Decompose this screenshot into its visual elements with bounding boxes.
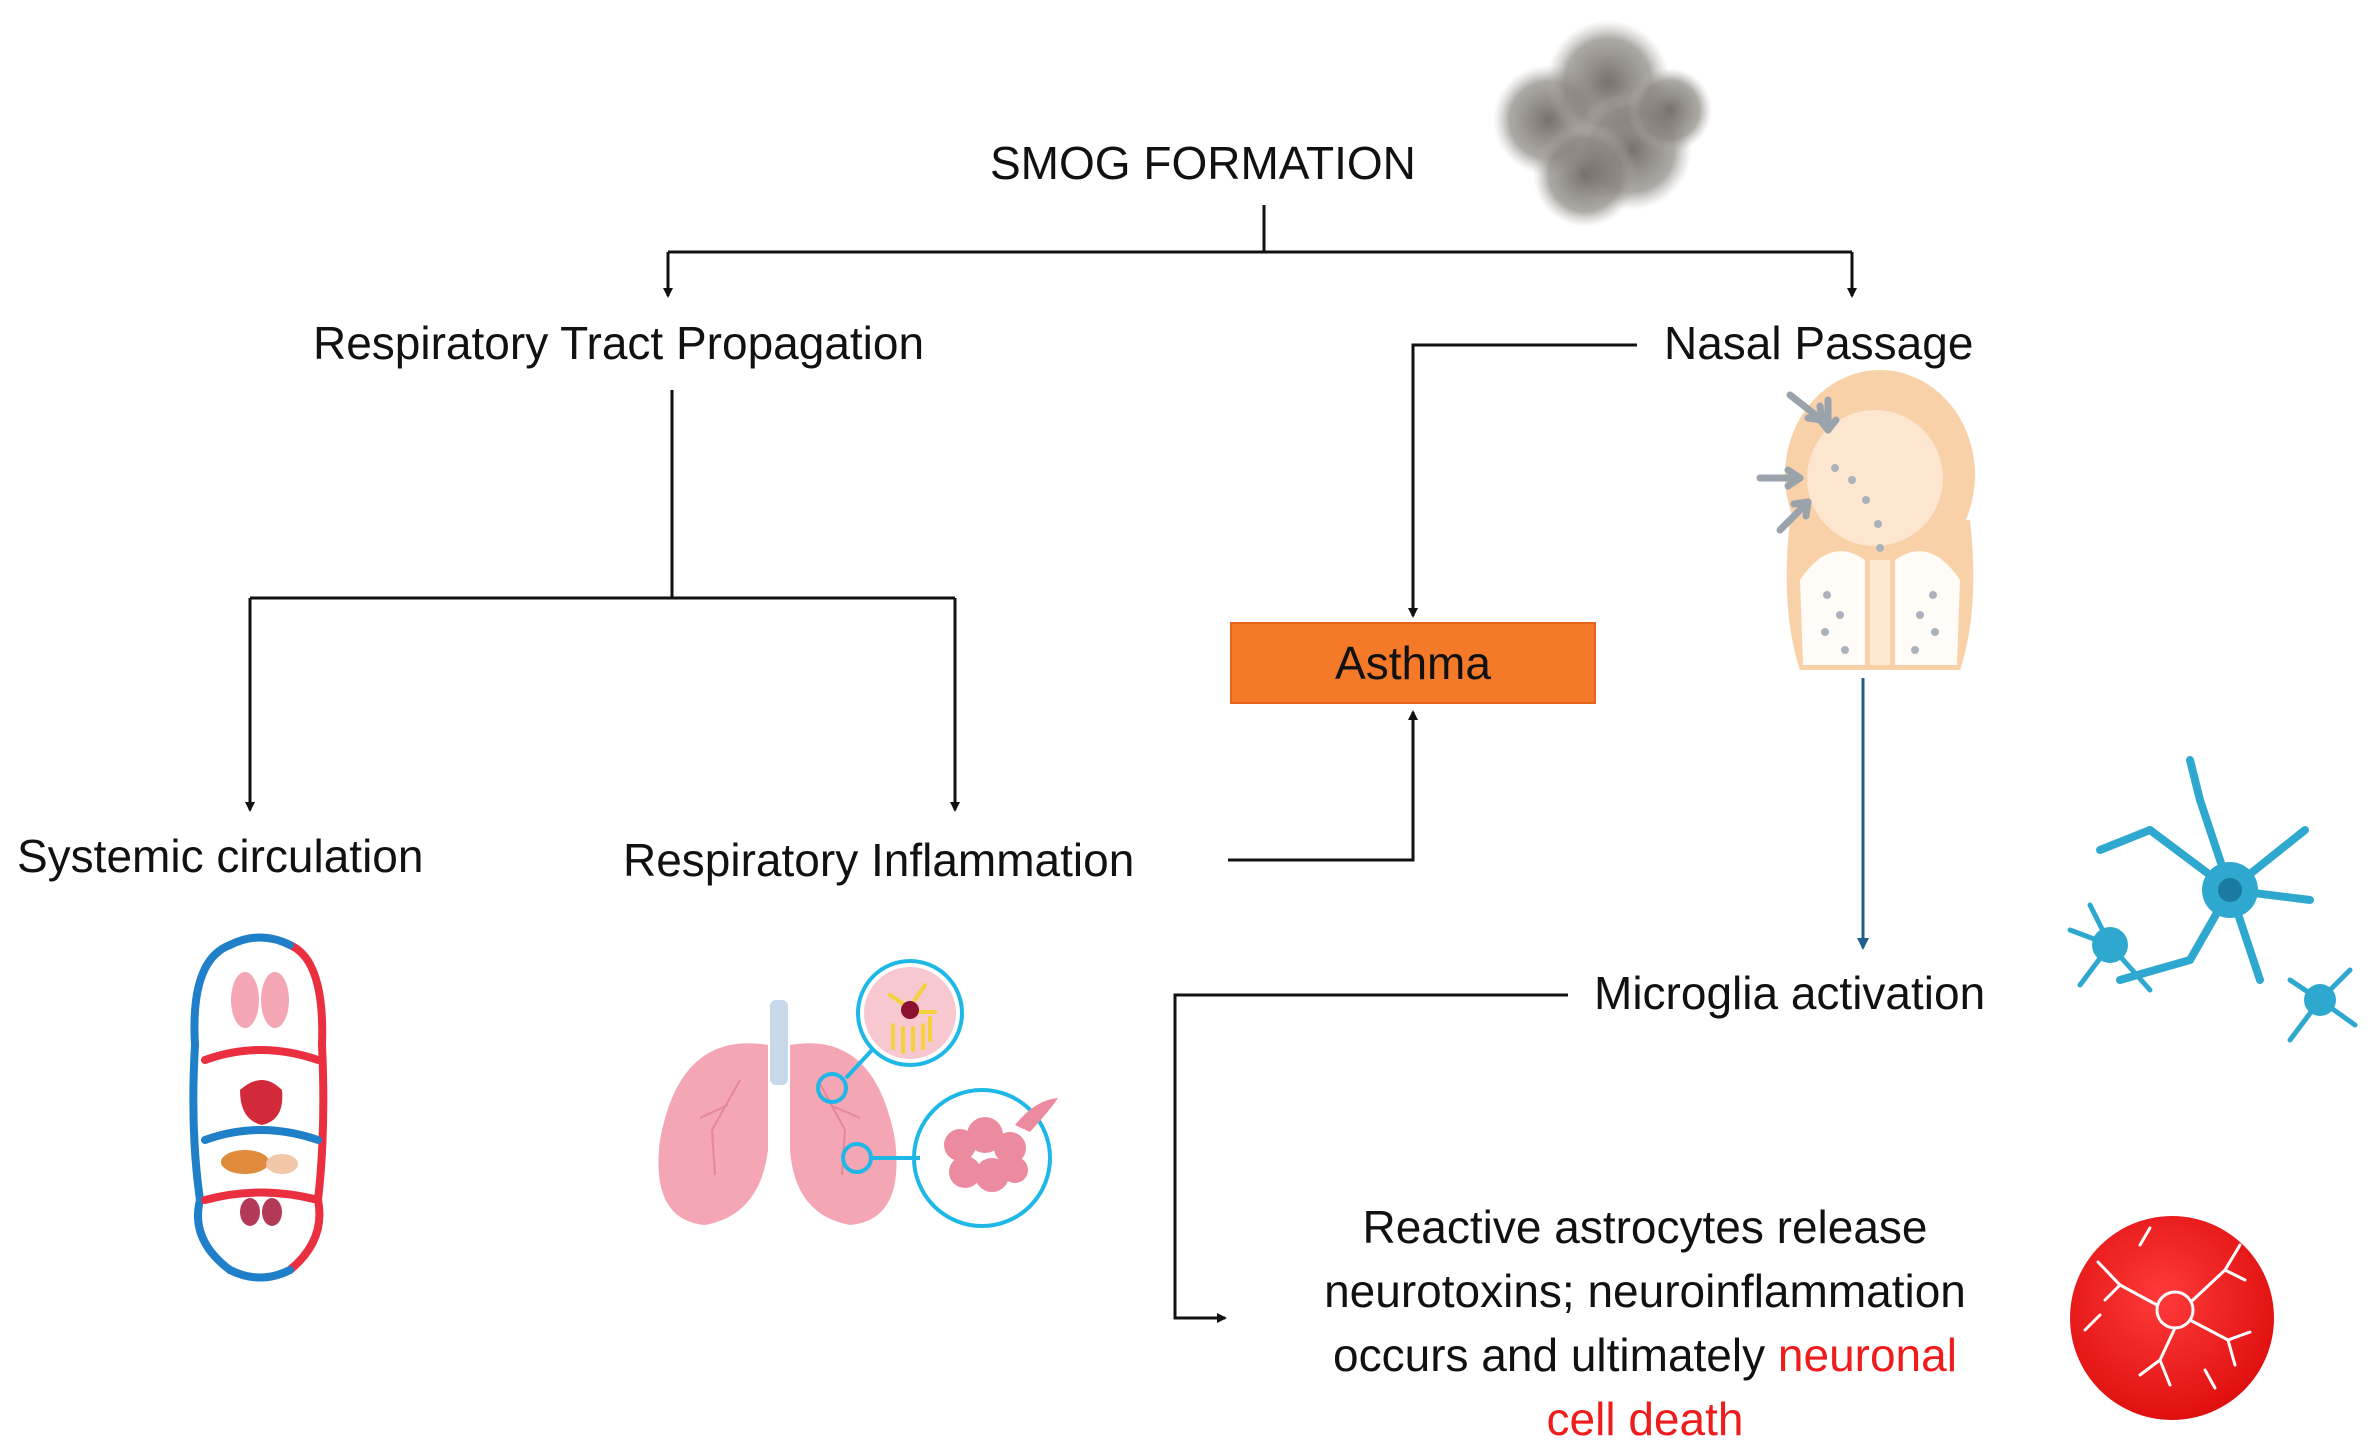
microglia-activation-label: Microglia activation [1594, 967, 1986, 1019]
connectors [245, 205, 1857, 1323]
outcome-line-2: neurotoxins; neuroinflammation [1324, 1265, 1966, 1317]
arrow-inflammation-to-asthma [1228, 710, 1418, 862]
respiratory-tract-label: Respiratory Tract Propagation [313, 317, 925, 369]
smog-cloud-icon [1493, 20, 1712, 227]
microglia-cell-icon [2067, 756, 2358, 1043]
outcome-highlight-cell-death: cell death [1546, 1393, 1744, 1445]
arrow-microglia-to-outcome [1173, 993, 1568, 1323]
inhalation-person-icon [1756, 370, 1975, 670]
outcome-line-3-text: occurs and ultimately [1333, 1329, 1778, 1381]
outcome-highlight-neuronal: neuronal [1777, 1329, 1957, 1381]
smog-formation-title: SMOG FORMATION [990, 137, 1416, 189]
final-outcome-text: Reactive astrocytes release neurotoxins;… [1240, 1195, 2050, 1451]
systemic-circulation-label: Systemic circulation [17, 830, 424, 882]
nasal-passage-label: Nasal Passage [1664, 317, 1974, 369]
outcome-line-3: occurs and ultimately neuronal [1240, 1323, 2050, 1387]
dead-neuron-icon [2070, 1216, 2274, 1420]
respiratory-inflammation-label: Respiratory Inflammation [623, 834, 1135, 886]
circulatory-system-icon [189, 933, 328, 1282]
asthma-label: Asthma [1335, 637, 1491, 689]
outcome-line-1: Reactive astrocytes release [1362, 1201, 1928, 1253]
arrow-nasal-to-asthma [1408, 343, 1637, 618]
inflamed-lungs-icon [658, 959, 1058, 1228]
asthma-box: Asthma [1230, 622, 1596, 704]
